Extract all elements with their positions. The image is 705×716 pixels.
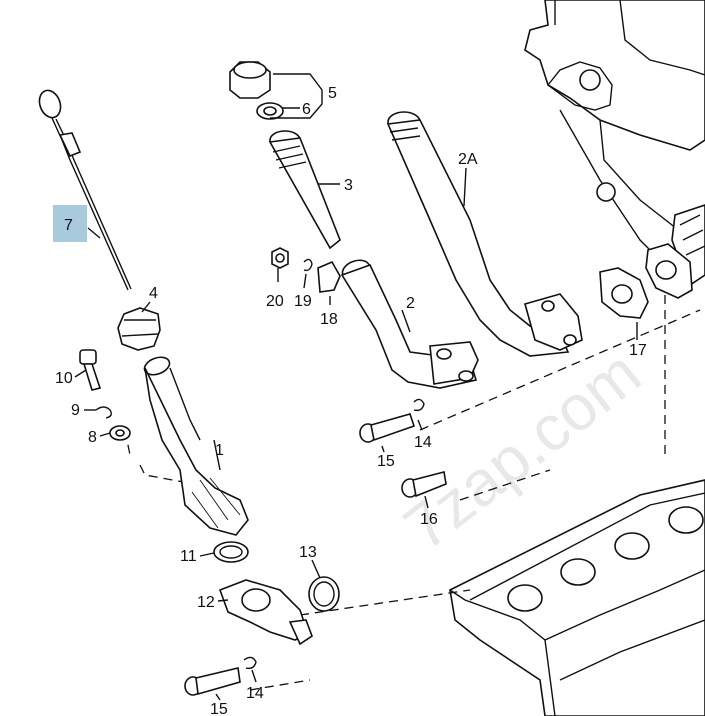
bolt-16 — [401, 471, 447, 498]
callout-6[interactable]: 6 — [302, 101, 311, 118]
bolt-15-lower — [184, 667, 241, 696]
flange-12 — [218, 579, 313, 646]
flange-right — [645, 243, 693, 299]
cap-5 — [229, 61, 271, 99]
callout-14-lower[interactable]: 14 — [246, 685, 264, 702]
callout-5[interactable]: 5 — [328, 85, 337, 102]
washer-14-upper — [413, 398, 425, 412]
pipe-2 — [340, 259, 479, 389]
washer-9 — [95, 406, 113, 419]
callout-15-lower[interactable]: 15 — [210, 701, 228, 716]
o-ring-11 — [213, 541, 249, 563]
callout-1[interactable]: 1 — [215, 442, 224, 459]
dipstick-7 — [38, 89, 132, 291]
washer-19 — [303, 258, 313, 272]
callout-7[interactable]: 7 — [64, 217, 73, 234]
callout-14-upper[interactable]: 14 — [414, 434, 432, 451]
callout-13[interactable]: 13 — [299, 544, 317, 561]
engine-block — [449, 479, 705, 716]
washer-8 — [109, 425, 131, 441]
callout-15-upper[interactable]: 15 — [377, 453, 395, 470]
nut-20 — [271, 247, 289, 269]
bolt-10 — [79, 349, 102, 391]
callout-17[interactable]: 17 — [629, 342, 647, 359]
tube-3 — [268, 130, 341, 250]
callout-2a[interactable]: 2A — [458, 151, 478, 168]
gasket-17 — [599, 267, 649, 319]
callout-16[interactable]: 16 — [420, 511, 438, 528]
washer-14-lower — [243, 656, 257, 670]
callout-11[interactable]: 11 — [180, 548, 197, 565]
engine-head — [524, 0, 705, 287]
callout-3[interactable]: 3 — [344, 177, 353, 194]
seal-ring-13-inner — [313, 581, 335, 607]
callout-9[interactable]: 9 — [71, 402, 80, 419]
callout-8[interactable]: 8 — [88, 429, 97, 446]
callout-18[interactable]: 18 — [320, 311, 338, 328]
bolt-15-upper — [359, 413, 416, 443]
callout-19[interactable]: 19 — [294, 293, 312, 310]
o-ring-11-inner — [219, 545, 243, 559]
callout-4[interactable]: 4 — [149, 285, 158, 302]
leader-lines — [74, 73, 638, 701]
highlight-box-7 — [53, 205, 87, 242]
callout-12[interactable]: 12 — [197, 594, 215, 611]
callout-2[interactable]: 2 — [406, 295, 415, 312]
callout-20[interactable]: 20 — [266, 293, 284, 310]
guide-tube-1 — [143, 356, 249, 536]
pipe-2a — [386, 111, 583, 357]
cap-4 — [117, 307, 161, 351]
callout-10[interactable]: 10 — [55, 370, 73, 387]
clip-18 — [317, 260, 341, 293]
seal-6 — [256, 102, 284, 120]
